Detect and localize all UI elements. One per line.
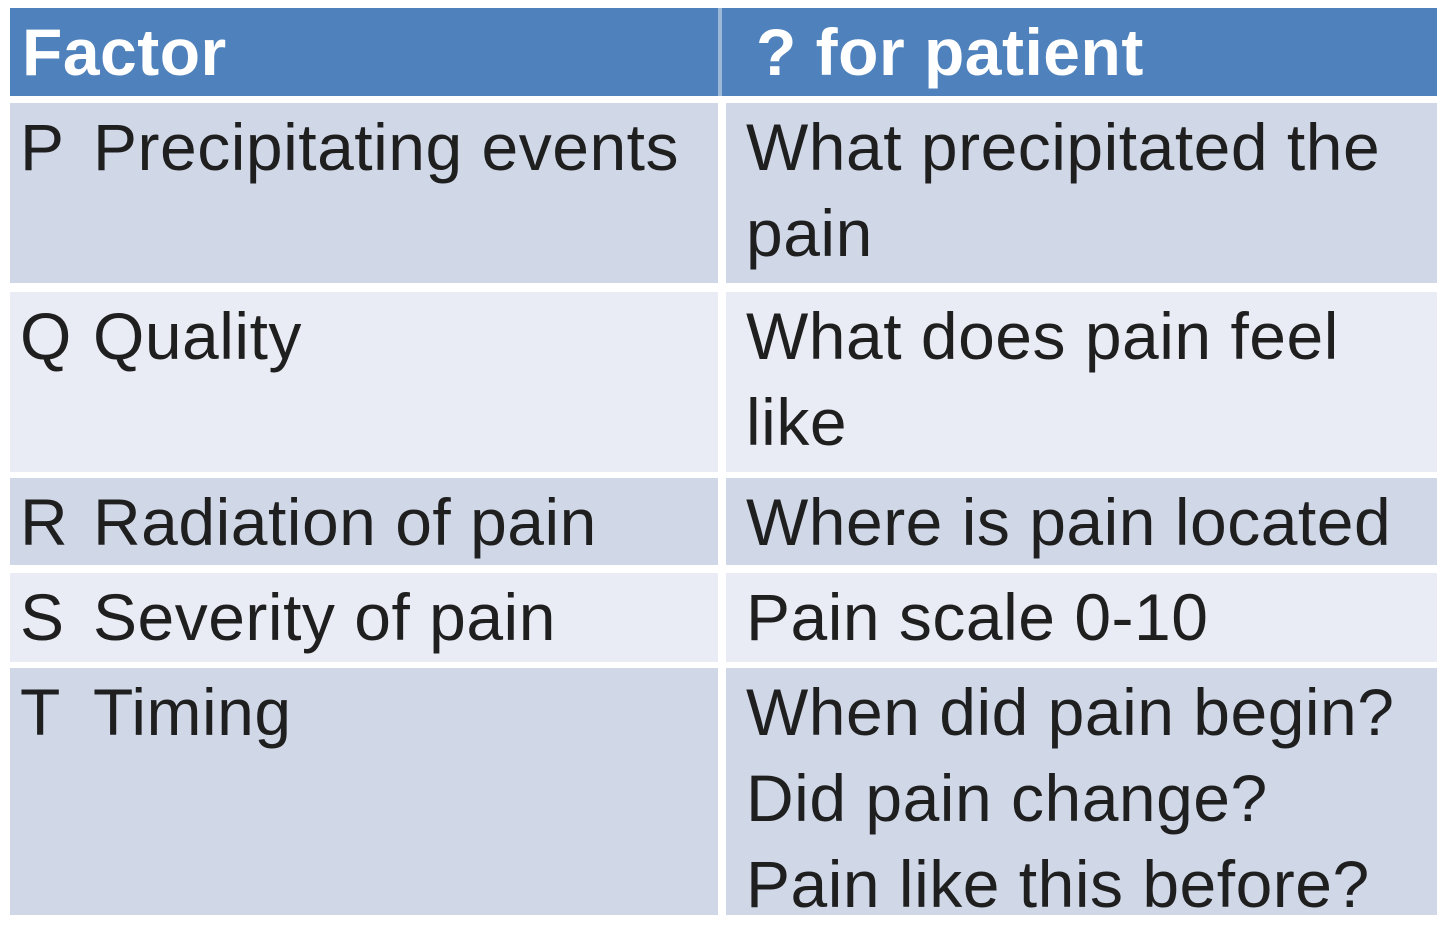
question-cell: What precipitated the pain <box>726 103 1437 283</box>
table-row: S Severity of pain Pain scale 0-10 <box>10 573 1437 662</box>
table-row: R Radiation of pain Where is pain located <box>10 478 1437 565</box>
question-cell: When did pain begin? Did pain change? Pa… <box>726 668 1437 921</box>
question-cell: Where is pain located <box>726 478 1437 565</box>
factor-label: Quality <box>93 299 302 373</box>
factor-letter: R <box>20 485 69 559</box>
factor-cell: P Precipitating events <box>10 103 718 283</box>
pqrst-table: Factor ? for patient P Precipitating even… <box>10 8 1437 921</box>
table-row: Q Quality What does pain feel like <box>10 292 1437 472</box>
factor-letter: T <box>20 675 61 749</box>
factor-letter: Q <box>20 299 72 373</box>
factor-label: Precipitating events <box>93 110 679 184</box>
column-divider <box>718 103 726 283</box>
factor-label: Severity of pain <box>93 580 556 654</box>
column-divider <box>718 668 726 915</box>
factor-label: Timing <box>93 675 292 749</box>
table-row: P Precipitating events What precipitated … <box>10 103 1437 283</box>
column-divider <box>718 573 726 662</box>
header-cell-question: ? for patient <box>726 8 1437 96</box>
question-cell: What does pain feel like <box>726 292 1437 472</box>
factor-letter: P <box>20 110 65 184</box>
table-row: T Timing When did pain begin? Did pain ch… <box>10 668 1437 921</box>
column-divider <box>718 478 726 565</box>
factor-cell: R Radiation of pain <box>10 478 718 565</box>
factor-cell: Q Quality <box>10 292 718 472</box>
column-divider <box>718 292 726 472</box>
table-header-row: Factor ? for patient <box>10 8 1437 96</box>
factor-cell: T Timing <box>10 668 718 915</box>
question-cell: Pain scale 0-10 <box>726 573 1437 662</box>
factor-label: Radiation of pain <box>93 485 597 559</box>
factor-letter: S <box>20 580 65 654</box>
header-cell-factor: Factor <box>10 8 718 96</box>
column-divider <box>718 8 726 96</box>
factor-cell: S Severity of pain <box>10 573 718 662</box>
